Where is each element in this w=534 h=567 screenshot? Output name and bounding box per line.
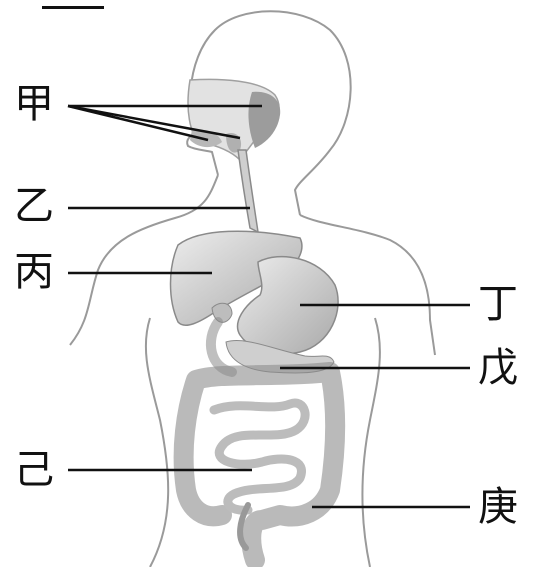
- label-ding: 丁: [478, 284, 518, 324]
- label-geng: 庚: [478, 487, 518, 527]
- esophagus: [238, 150, 258, 232]
- small-intestine: [214, 403, 305, 510]
- label-ji: 己: [14, 450, 54, 490]
- salivary-gland-parotid: [248, 92, 280, 148]
- oral-cavity: [188, 79, 280, 160]
- label-jia: 甲: [14, 84, 54, 124]
- label-wu: 戊: [478, 348, 518, 388]
- label-yi: 乙: [14, 186, 54, 226]
- leader-line-jia-3: [68, 106, 208, 140]
- label-bing: 丙: [14, 252, 54, 292]
